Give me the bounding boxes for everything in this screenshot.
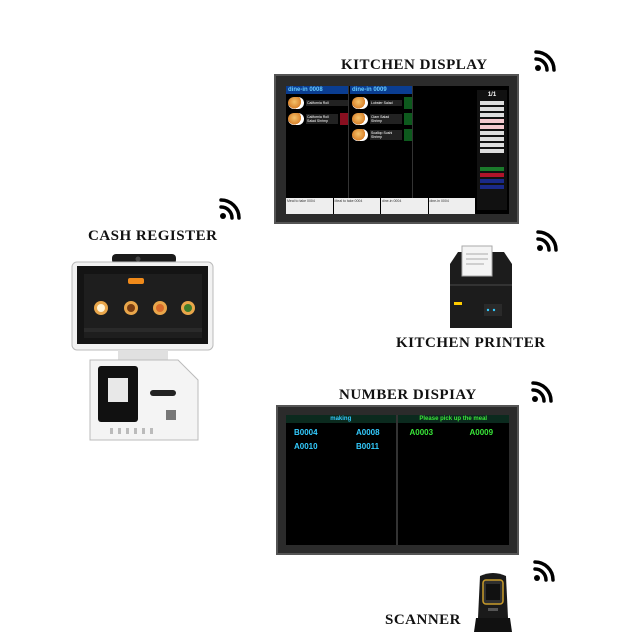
order-ticket: dine-in 0009 Lobster Salad Clam Salad Sh… — [350, 86, 413, 212]
cash-register-caption: CASH REGISTER — [88, 228, 218, 244]
side-button — [480, 173, 504, 177]
order-item: Clam Salad Shrimp — [350, 112, 412, 126]
footer-order: dine-in 0004 — [381, 198, 428, 214]
status-badge — [340, 113, 348, 125]
order-item-label: California Roll Salad Shrimp — [306, 114, 338, 124]
number-display-caption: NUMBER DISPIAY — [339, 387, 477, 403]
cash-register-device — [71, 254, 214, 441]
order-item-label: Scallop Sushi Shrimp — [370, 130, 402, 140]
kitchen-display-screen: dine-in 0008 California Roll California … — [286, 86, 509, 214]
kitchen-side-panel: 1/1 — [477, 90, 507, 210]
order-item: Lobster Salad — [350, 96, 412, 110]
footer-order: Meal to take 0004 — [333, 198, 380, 214]
side-button — [480, 113, 504, 117]
wifi-icon — [533, 560, 555, 582]
making-column: making B0004 A0008 A0010 B0011 — [286, 415, 398, 545]
status-badge — [404, 129, 412, 141]
order-item-label: Lobster Salad — [370, 100, 402, 106]
order-number: B0011 — [356, 442, 380, 451]
footer-order: Meal to take 0004 — [286, 198, 333, 214]
kitchen-display-caption: KITCHEN DISPLAY — [341, 57, 488, 73]
order-footer: Meal to take 0004 Meal to take 0004 dine… — [286, 198, 476, 214]
scanner-caption: SCANNER — [385, 612, 462, 628]
side-button — [480, 185, 504, 189]
wifi-icon — [219, 198, 241, 220]
order-ticket: dine-in 0008 California Roll California … — [286, 86, 349, 212]
wifi-icon — [531, 381, 553, 403]
order-item: Scallop Sushi Shrimp — [350, 128, 412, 142]
number-display-monitor: making B0004 A0008 A0010 B0011 Please pi… — [276, 405, 519, 555]
order-number: A0008 — [356, 428, 380, 437]
side-button — [480, 167, 504, 171]
order-item: California Roll Salad Shrimp — [286, 112, 348, 126]
order-item-label: California Roll — [306, 100, 348, 106]
order-number: A0009 — [469, 428, 494, 437]
order-item-label: Clam Salad Shrimp — [370, 114, 402, 124]
status-badge — [404, 97, 412, 109]
page-indicator: 1/1 — [487, 92, 497, 98]
kitchen-printer-device — [450, 245, 512, 328]
footer-order: dine-in 0004 — [428, 198, 475, 214]
side-button — [480, 101, 504, 105]
side-button — [480, 137, 504, 141]
order-header: dine-in 0009 — [350, 86, 412, 94]
food-image — [288, 113, 304, 125]
order-number: A0003 — [409, 428, 434, 437]
order-header: dine-in 0008 — [286, 86, 348, 94]
food-image — [352, 113, 368, 125]
side-button — [480, 107, 504, 111]
side-button — [480, 131, 504, 135]
wifi-icon — [536, 230, 558, 252]
side-button — [480, 143, 504, 147]
order-number: B0004 — [294, 428, 318, 437]
side-button — [480, 179, 504, 183]
wifi-icon — [534, 50, 556, 72]
making-header: making — [286, 415, 396, 423]
pickup-column: Please pick up the meal A0003 A0009 — [397, 415, 509, 545]
pickup-header: Please pick up the meal — [397, 415, 509, 423]
food-image — [352, 129, 368, 141]
food-image — [352, 97, 368, 109]
scanner-device — [474, 573, 512, 632]
status-badge — [404, 113, 412, 125]
side-button — [480, 149, 504, 153]
order-item: California Roll — [286, 96, 348, 110]
number-display-screen: making B0004 A0008 A0010 B0011 Please pi… — [286, 415, 509, 545]
side-button — [480, 125, 504, 129]
order-number: A0010 — [294, 442, 318, 451]
food-image — [288, 97, 304, 109]
kitchen-display-monitor: dine-in 0008 California Roll California … — [274, 74, 519, 224]
kitchen-printer-caption: KITCHEN PRINTER — [396, 335, 546, 351]
side-button — [480, 119, 504, 123]
